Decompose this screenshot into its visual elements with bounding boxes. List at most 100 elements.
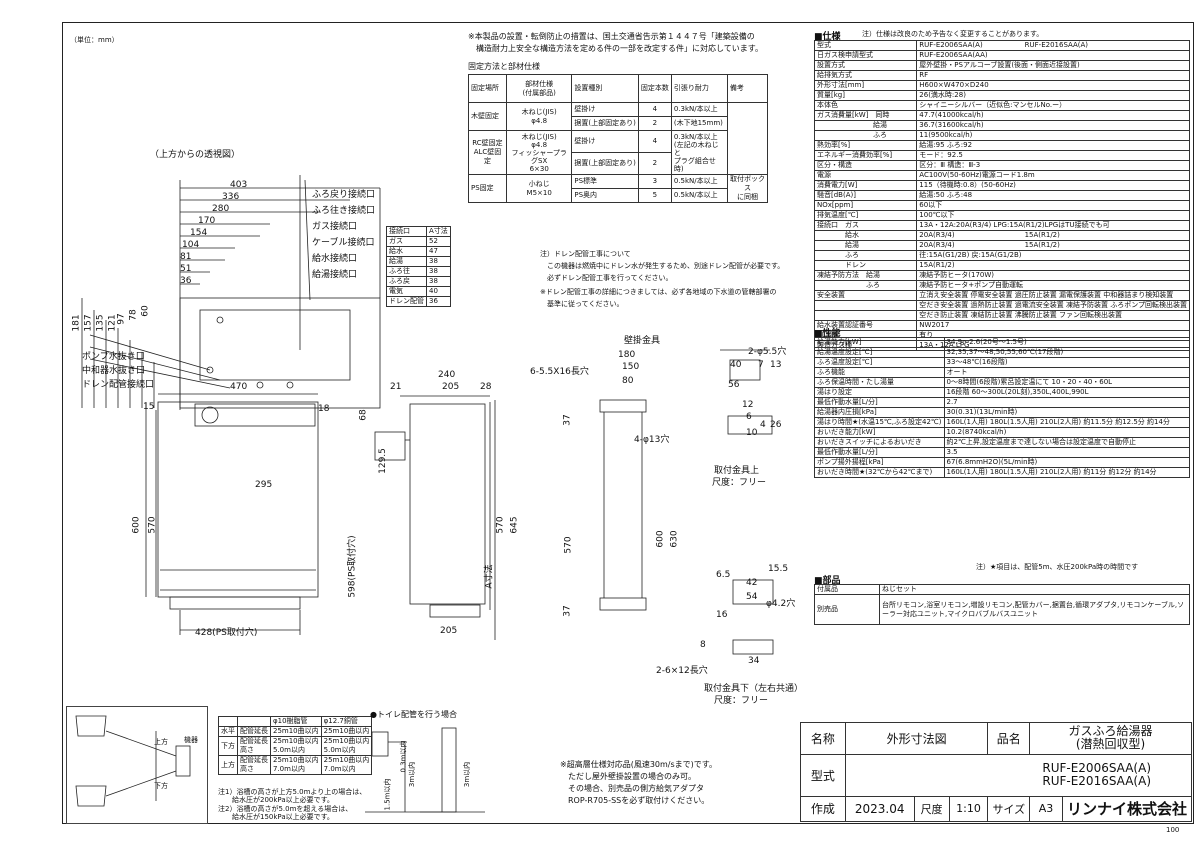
perf-row: おいだき能力[kW]10.2(8740kcal/h): [814, 427, 1190, 438]
fixing-r4c4: 0.5kN/本以上: [670, 174, 728, 189]
lower-6.5: 6.5: [716, 570, 731, 580]
notice-line-2: 構造耐力上安全な構造方法を定める件の一部を改定する件」に対応しています。: [476, 44, 763, 53]
a-r0c1: 52: [426, 236, 451, 247]
toilet-dim-0: 0.3m以内: [399, 740, 408, 773]
side-view-drawing: [374, 395, 496, 640]
bracket-570: 570: [563, 536, 574, 554]
front-view-drawing: [145, 393, 319, 635]
parts-title: ■部品: [814, 576, 841, 586]
conn-label-5: 給湯接続口: [312, 270, 358, 280]
toilet-dim-1: 1.5m以内: [383, 778, 392, 811]
lower-42: 42: [746, 578, 758, 588]
pipe-r1c2: 25m10曲以内 5.0m以内: [270, 736, 322, 756]
bracket-80: 80: [622, 376, 634, 386]
wind-note-2: その場合、別売品の側方給気アダプタ: [560, 784, 704, 793]
specs-cell: 電源: [813, 170, 918, 181]
fixing-table: 固定場所 部材仕様 (付属部品) 設置種別 固定本数 引張り耐力 備考 木壁固定…: [468, 74, 769, 203]
specs-cell: 13A・12A:20A(R3/4) LPG:15A(R1/2)LPGはTU接続で…: [916, 220, 1190, 231]
front-ps-holes: 428(PS取付穴): [195, 628, 258, 638]
specs-row: 外形寸法[mm]H600×W470×D240: [813, 80, 1190, 91]
perf-cell: おいだきスイッチによるおいだき: [814, 437, 945, 448]
a-r6c0: ドレン配管: [386, 296, 427, 307]
perf-cell: 給湯能力[kW]: [814, 337, 945, 348]
tb-model-2: RUF-E2016SAA(A): [1042, 774, 1151, 789]
dim-side-97: 97: [116, 313, 127, 325]
tub-label-lower: 下方: [154, 782, 168, 790]
pipe-r2c2: 25m10曲以内 7.0m以内: [270, 755, 322, 775]
parts-r1c1: 台所リモコン,浴室リモコン,増設リモコン,配管カバー,据置台,循環アダプタ,リモ…: [879, 594, 1190, 625]
perf-row: おいだきスイッチによるおいだき約2℃上昇,設定温度まで達しない場合は設定温度で自…: [814, 437, 1190, 448]
drain-note-0: 注）ドレン配管工事について: [540, 250, 631, 258]
perf-row: 給湯温度設定[℃]32,35,37～48,50,55,60℃(17段階): [814, 347, 1190, 358]
fixing-r3c3: 2: [637, 152, 672, 175]
specs-cell: ふろ: [813, 280, 918, 291]
specs-cell: 凍結予防ヒータ+ポンプ自動運転: [916, 280, 1190, 291]
pipe-r0c1: 配管延長: [237, 726, 271, 737]
tb-date: 2023.04: [844, 795, 915, 823]
fixing-r0c2: 壁掛け: [571, 102, 639, 117]
specs-cell: ガス消費量[kW] 同時: [813, 110, 918, 121]
upper-6: 6: [746, 412, 752, 422]
upper-4: 4: [760, 420, 766, 430]
specs-cell: 型式: [813, 40, 918, 51]
specs-cell: 消費電力[W]: [813, 180, 918, 191]
lower-bracket-scale: 尺度：フリー: [714, 696, 769, 706]
specs-cell: [813, 300, 918, 311]
perf-cell: おいだき時間★(32℃から42℃まで): [814, 467, 945, 478]
parts-r0c1: ねじセット: [879, 584, 1190, 595]
specs-cell: ドレン: [813, 260, 918, 271]
wind-note-3: ROP-R705-SSを必ず取付けください。: [560, 796, 710, 805]
specs-cell: 11(9500kcal/h): [916, 130, 1190, 141]
pipe-r1c0: 下方: [218, 736, 238, 756]
front-height-600: 600: [131, 516, 142, 534]
dim-top-154: 154: [190, 228, 208, 238]
specs-cell: 質量[kg]: [813, 90, 918, 101]
specs-cell: 安全装置: [813, 290, 918, 301]
specs-row: ふろ往:15A(G1/2B) 戻:15A(G1/2B): [813, 250, 1190, 261]
side-68: 68: [358, 409, 369, 421]
tub-diagram: [75, 715, 191, 807]
tb-scale-label: 尺度: [913, 795, 950, 823]
dim-top-280: 280: [212, 204, 230, 214]
fixing-r5c2: PS奥内: [571, 188, 639, 203]
pipe-r2c0: 上方: [218, 755, 238, 775]
a-r6c1: 36: [426, 296, 451, 307]
specs-row: 凍結予防方法 給湯凍結予防ヒータ(170W): [813, 270, 1190, 281]
dim-side-78: 78: [128, 309, 139, 321]
side-left-21: 21: [390, 382, 402, 392]
perf-cell: おいだき能力[kW]: [814, 427, 945, 438]
bracket-630: 630: [669, 530, 680, 548]
perf-cell: オート: [943, 367, 1190, 378]
a-r3c0: ふろ往: [386, 266, 427, 277]
perf-row: ふろ機能オート: [814, 367, 1190, 378]
a-r2c1: 38: [426, 256, 451, 267]
dim-top-336: 336: [222, 192, 240, 202]
specs-title: ■仕様: [814, 32, 841, 42]
lower-15.5: 15.5: [768, 564, 789, 574]
fixing-h4: 引張り耐力: [670, 74, 728, 103]
specs-cell: 給湯: [813, 240, 918, 251]
perf-cell: 2.7: [943, 397, 1190, 408]
specs-row: 熱効率[%]給湯:95 ふろ:92: [813, 140, 1190, 151]
upper-13: 13: [770, 360, 782, 370]
specs-row: NOx[ppm]60以下: [813, 200, 1190, 211]
tb-scale: 1:10: [948, 795, 989, 823]
toilet-dim-2: 3m以内: [408, 761, 417, 788]
fixing-h0: 固定場所: [468, 74, 507, 103]
perf-cell: 最低作動水量[L/分]: [814, 447, 945, 458]
upper-26: 26: [770, 420, 782, 430]
specs-cell: RUF-E2006SAA(AA): [916, 50, 1190, 61]
a-r4c0: ふろ戻: [386, 276, 427, 287]
specs-row: 空だき安全装置 過熱防止装置 過電流安全装置 凍結予防装置 ふろポンプ回転検出装…: [813, 300, 1190, 311]
specs-cell: 36.7(31600kcal/h): [916, 120, 1190, 131]
specs-cell: 空だき安全装置 過熱防止装置 過電流安全装置 凍結予防装置 ふろポンプ回転検出装…: [916, 300, 1190, 311]
side-570: 570: [495, 516, 506, 534]
perf-cell: 湯はり設定: [814, 387, 945, 398]
perf-cell: 32,35,37～48,50,55,60℃(17段階): [943, 347, 1190, 358]
